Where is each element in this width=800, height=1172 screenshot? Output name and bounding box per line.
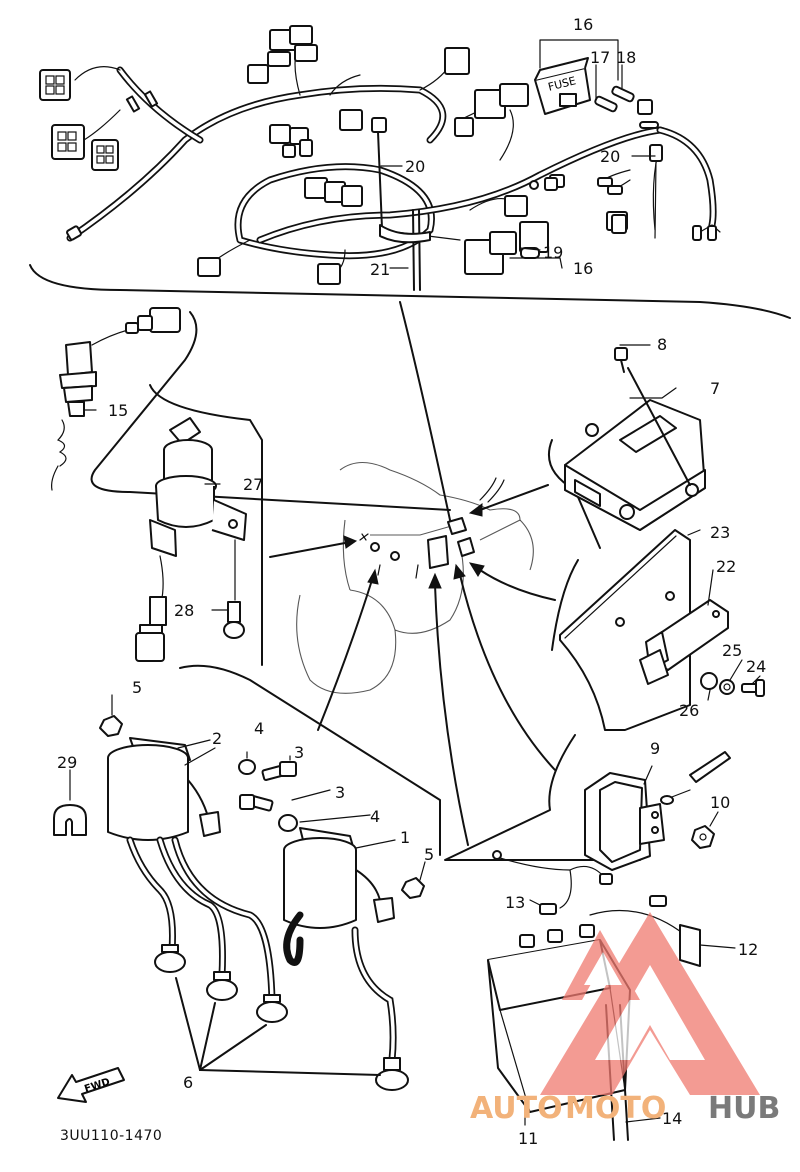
diagram-code: 3UU110-1470	[60, 1128, 162, 1144]
part-9-starter-relay	[584, 751, 731, 871]
callout-leaders	[69, 39, 761, 1126]
label-19: 19	[543, 243, 563, 262]
label-17: 17	[590, 48, 610, 67]
part-29-clamp	[53, 804, 87, 836]
watermark-moto: MOTO	[565, 1091, 666, 1126]
label-22: 22	[716, 557, 736, 576]
connector-mid-d	[304, 177, 363, 207]
connector-right-a	[637, 99, 653, 115]
cable-tie-20	[371, 117, 387, 229]
fuse-17	[594, 95, 618, 113]
label-4b: 4	[370, 807, 380, 826]
connector-bottom-b	[317, 263, 341, 285]
fwd-arrow-icon: FWD	[57, 1067, 125, 1103]
label-3a: 3	[294, 743, 304, 762]
label-11: 11	[518, 1129, 538, 1148]
label-14: 14	[662, 1109, 682, 1128]
label-3b: 3	[335, 783, 345, 802]
connector-4pin-c	[91, 139, 119, 171]
watermark-auto: AUTO	[470, 1091, 563, 1126]
cable-tie-head-20b	[649, 144, 663, 162]
label-24: 24	[746, 657, 766, 676]
leader-arrows	[269, 301, 556, 846]
label-27: 27	[243, 475, 263, 494]
part-number-labels: 16 17 18 20 20 21 19 16 8 7 15 27 23 22 …	[57, 15, 766, 1148]
label-18: 18	[616, 48, 636, 67]
label-16a: 16	[573, 15, 593, 34]
label-26: 26	[679, 701, 699, 720]
watermark-text: AUTO MOTO HUB	[470, 1091, 780, 1126]
label-12: 12	[738, 940, 758, 959]
part-1-ignition-coil	[283, 827, 395, 929]
part-13-cable	[492, 850, 613, 915]
fuse-box: FUSE	[534, 57, 591, 115]
label-6: 6	[183, 1073, 193, 1092]
label-1: 1	[400, 828, 410, 847]
connector-top-a	[267, 25, 318, 67]
label-5b: 5	[424, 845, 434, 864]
label-29: 29	[57, 753, 77, 772]
part-7-cdi-unit	[564, 347, 706, 531]
label-25: 25	[722, 641, 742, 660]
part-10-nut	[691, 825, 715, 849]
label-23: 23	[710, 523, 730, 542]
cable-tie-21	[379, 209, 431, 291]
part-28-bolt	[223, 539, 245, 639]
connector-mid-a	[269, 124, 313, 158]
label-20b: 20	[600, 147, 620, 166]
label-8: 8	[657, 335, 667, 354]
part-22-rectifier	[639, 599, 729, 685]
label-7: 7	[710, 379, 720, 398]
fuse-small	[639, 121, 659, 129]
connector-top-c	[444, 47, 470, 75]
label-16b: 16	[573, 259, 593, 278]
watermark-hub: HUB	[708, 1091, 780, 1126]
label-4a: 4	[254, 719, 264, 738]
fuse-18	[611, 85, 635, 103]
connector-mid-c	[454, 117, 474, 137]
label-2: 2	[212, 729, 222, 748]
connector-4pin-a	[39, 69, 71, 101]
section-boundaries	[29, 264, 791, 861]
motorcycle-silhouette	[296, 461, 534, 694]
label-21: 21	[370, 260, 390, 279]
part-3-4-5-hardware	[99, 715, 425, 899]
harness-connectors: FUSE	[39, 25, 717, 285]
connector-4pin-b	[51, 124, 85, 160]
label-28: 28	[174, 601, 194, 620]
label-5a: 5	[132, 678, 142, 697]
part-24-25-26-hardware	[700, 672, 765, 697]
part-12-cable	[589, 895, 701, 967]
connector-top-b	[247, 64, 269, 84]
connector-bottom-a	[197, 257, 221, 277]
part-2-ignition-coil	[107, 737, 221, 841]
label-13: 13	[505, 893, 525, 912]
label-10: 10	[710, 793, 730, 812]
watermark-logo	[540, 912, 760, 1095]
part-6-spark-plug-caps	[126, 836, 409, 1091]
part-15-switch	[51, 307, 181, 491]
label-9: 9	[650, 739, 660, 758]
part-27-main-switch	[135, 417, 247, 662]
label-15: 15	[108, 401, 128, 420]
connector-mid-b	[339, 109, 363, 131]
label-20a: 20	[405, 157, 425, 176]
